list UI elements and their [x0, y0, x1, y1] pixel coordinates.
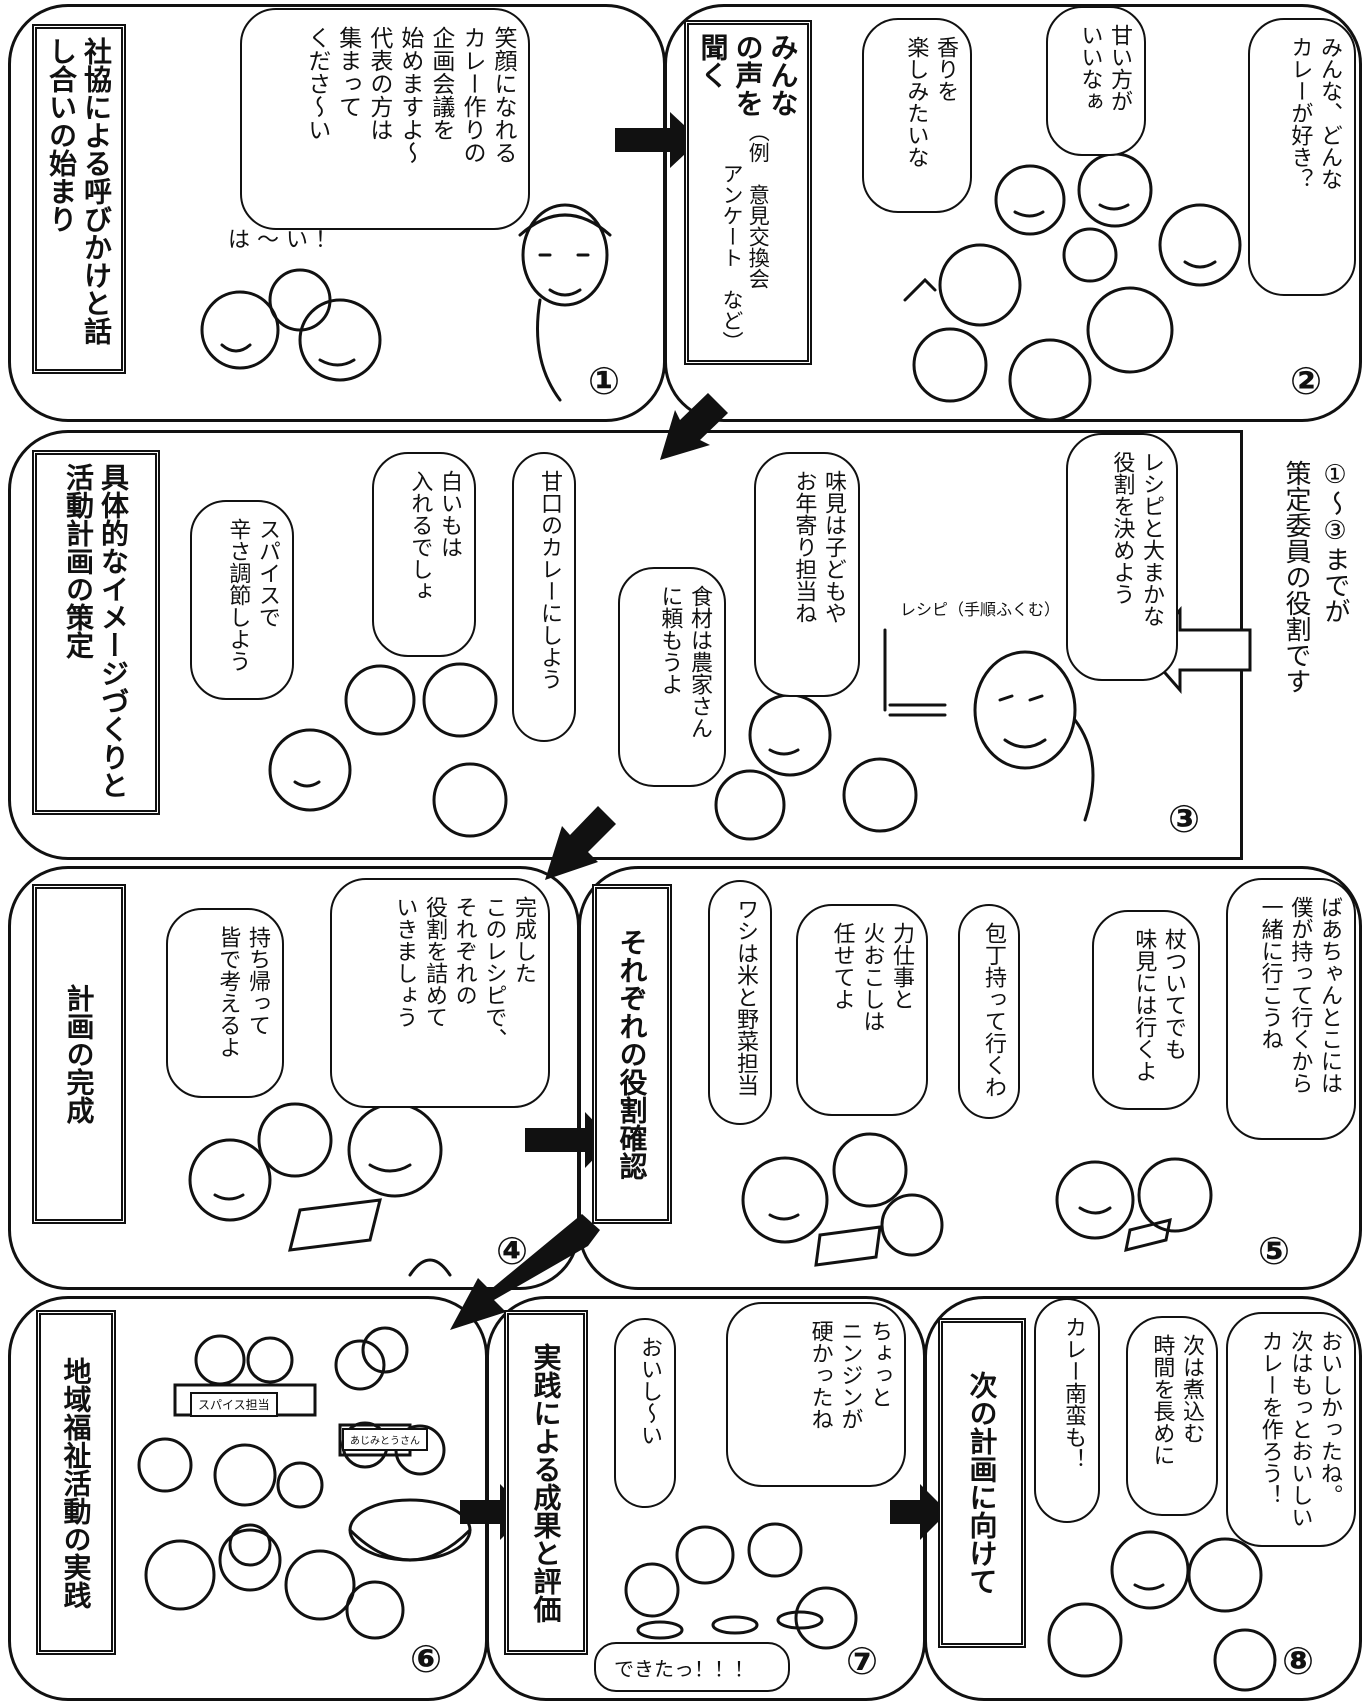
panel-7-speech-b: ちょっと ニンジンが 硬かったね [726, 1302, 906, 1487]
panel-5-speech-a: ばあちゃんとこには 僕が持って行くから 一緒に行こうね [1226, 878, 1356, 1140]
panel-5-speech-b: 杖ついてでも 味見には行くよ [1092, 910, 1200, 1110]
panel-5-speech-e: ワシは米と野菜担当 [708, 880, 772, 1125]
panel-3-speech-c: スパイスで 辛さ調節しよう [190, 500, 294, 700]
panel-5-number: ⑤ [1258, 1229, 1291, 1273]
panel-1-title: 社協による呼びかけと話し合いの始まり [32, 24, 126, 374]
panel-6-fire-label: あじみとうさん [342, 1428, 428, 1451]
panel-7-number: ⑦ [846, 1639, 879, 1683]
panel-4-speech-a: 完成した このレシピで、 それぞれの 役割を詰めて いきましょう [330, 878, 550, 1108]
panel-6-title-text: 地域福祉活動の実践 [59, 1356, 93, 1609]
panel-3-title-text: 具体的なイメージづくりと活動計画の策定 [62, 463, 130, 799]
panel-6-spice-label: スパイス担当 [190, 1392, 278, 1417]
panel-3-number: ③ [1168, 797, 1201, 841]
panel-3-side-note: ①～③までが 策定委員の役割です [1281, 460, 1350, 694]
panel-8-title: 次の計画に向けて [938, 1318, 1026, 1648]
panel-6-title: 地域福祉活動の実践 [36, 1310, 116, 1655]
panel-5-speech-d: 力仕事と 火おこしは 任せてよ [796, 904, 928, 1116]
panel-2-subtitle: （例 意見交換会 アンケート など） [720, 121, 771, 352]
panel-3-speech-b: 白いもは 入れるでしょ [372, 452, 476, 657]
panel-2-speech-c: 香りを 楽しみたいな [862, 18, 972, 213]
panel-2-speech-b: 甘い方が いいなぁ [1046, 6, 1146, 156]
panel-5-speech-c: 包丁持って行くわ [958, 904, 1020, 1119]
panel-7-title: 実践による成果と評価 [504, 1310, 588, 1655]
panel-8-speech-b: 次は煮込む 時間を長めに [1126, 1316, 1218, 1516]
panel-8-title-text: 次の計画に向けて [965, 1371, 999, 1595]
panel-7-speech-a: おいし～い [614, 1318, 676, 1508]
panel-3-speech-a: 甘口のカレーにしよう [512, 452, 576, 742]
panel-3-speech-d: 味見は子どもや お年寄り担当ね [754, 452, 860, 697]
panel-8-speech-c: カレー南蛮も！ [1034, 1298, 1100, 1523]
panel-1-reply: は ～ い ！ [228, 228, 337, 253]
panel-4-title-text: 計画の完成 [62, 984, 96, 1124]
panel-8-speech-a: おいしかったね。 次はもっとおいしい カレーを作ろう！ [1226, 1312, 1356, 1547]
panel-3-recipe-note: レシピ（手順ふくむ） [900, 600, 1061, 619]
panel-7-title-text: 実践による成果と評価 [529, 1342, 563, 1623]
panel-3-title: 具体的なイメージづくりと活動計画の策定 [32, 450, 160, 815]
panel-3-speech-e: 食材は農家さん に頼もうよ [618, 567, 726, 787]
panel-4-title: 計画の完成 [32, 884, 126, 1224]
panel-2-number: ② [1290, 359, 1323, 403]
panel-8-number: ⑧ [1282, 1639, 1315, 1683]
panel-5-title: それぞれの役割確認 [592, 884, 672, 1224]
panel-2-speech-a: みんな、どんな カレーが好き？ [1248, 18, 1356, 296]
panel-3-speech-f: レシピと大まかな 役割を決めよう [1066, 433, 1178, 681]
panel-2-title-text: みんなの声を聞く [696, 33, 800, 117]
panel-5-title-text: それぞれの役割確認 [615, 928, 649, 1180]
panel-1-number: ① [588, 359, 621, 403]
panel-1-title-text: 社協による呼びかけと話し合いの始まり [45, 37, 113, 345]
panel-1-speech: 笑顔になれる カレー作りの 企画会議を 始めますよ～ 代表の方は 集まって くだ… [240, 8, 530, 230]
panel-4-speech-b: 持ち帰って 皆で考えるよ [166, 908, 284, 1098]
panel-2-title: みんなの声を聞く （例 意見交換会 アンケート など） [684, 20, 812, 365]
panel-7-speech-c: できたっ！！！ [594, 1642, 790, 1692]
panel-4-number: ④ [496, 1229, 529, 1273]
panel-6-number: ⑥ [410, 1637, 443, 1681]
